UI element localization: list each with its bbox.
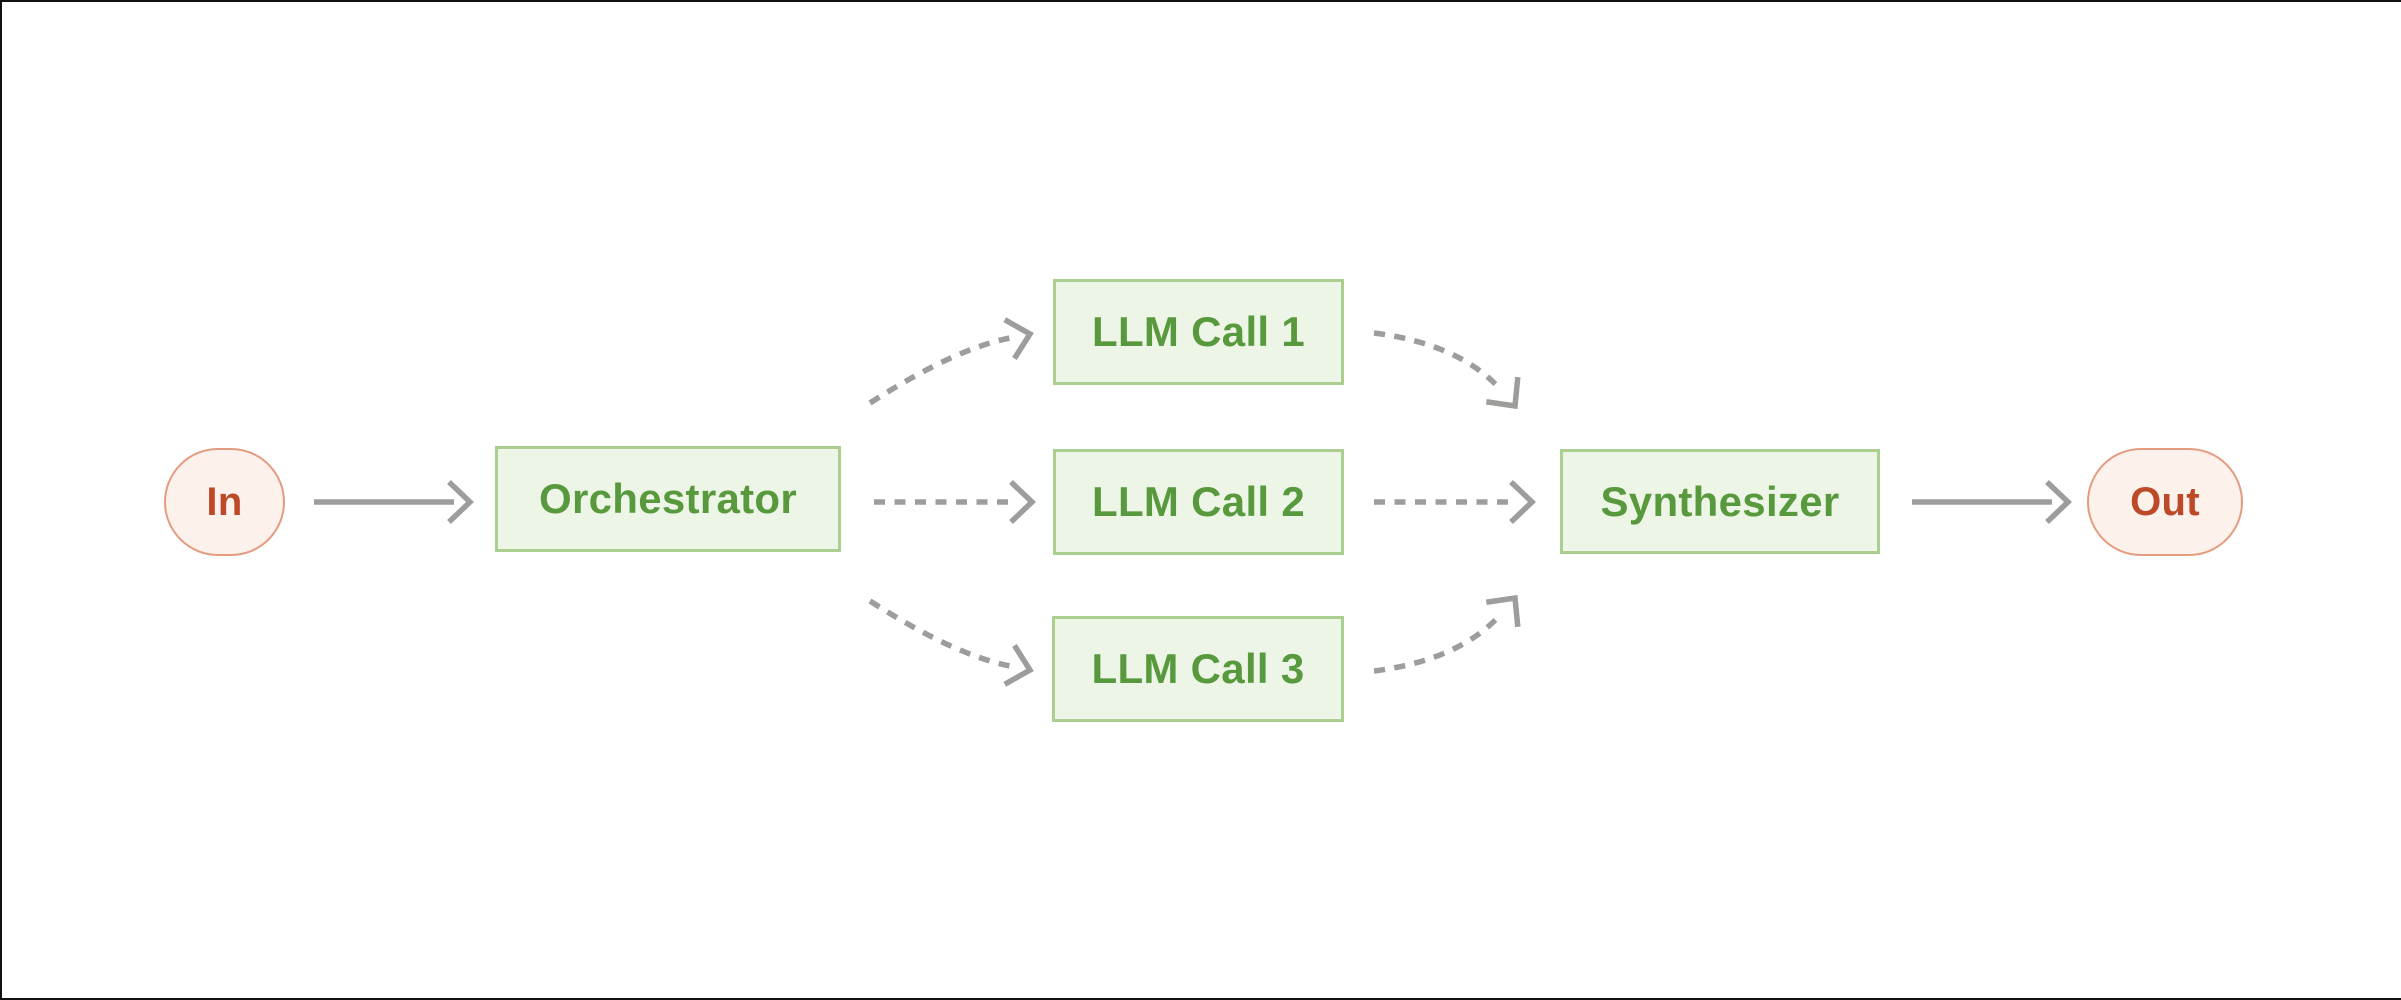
node-orchestrator-label: Orchestrator — [538, 475, 798, 522]
arrow-orchestrator-to-llm-call-1 — [868, 317, 1034, 406]
node-synthesizer: Synthesizer — [1560, 449, 1880, 554]
node-synthesizer-label: Synthesizer — [1600, 477, 1840, 525]
arrow-orchestrator-to-llm-call-2 — [874, 480, 1036, 524]
node-in: In — [164, 448, 285, 556]
arrow-orchestrator-to-llm-call-3 — [868, 598, 1034, 687]
node-out: Out — [2087, 448, 2243, 556]
node-llm-call-2-label: LLM Call 2 — [1091, 478, 1306, 525]
node-llm-call-1-label: LLM Call 1 — [1091, 308, 1306, 355]
node-in-label: In — [206, 479, 243, 524]
node-llm-call-3-label: LLM Call 3 — [1091, 645, 1305, 692]
arrow-llm-call-2-to-synthesizer — [1374, 480, 1536, 524]
node-llm-call-3: LLM Call 3 — [1052, 616, 1344, 722]
node-out-label: Out — [2130, 479, 2200, 524]
node-llm-call-2: LLM Call 2 — [1053, 449, 1344, 555]
arrow-synthesizer-to-out — [1912, 480, 2072, 524]
node-orchestrator: Orchestrator — [495, 446, 841, 552]
arrow-llm-call-1-to-synthesizer — [1373, 330, 1521, 410]
arrow-llm-call-3-to-synthesizer — [1373, 594, 1521, 674]
arrow-in-to-orchestrator — [314, 480, 474, 524]
node-llm-call-1: LLM Call 1 — [1053, 279, 1344, 385]
